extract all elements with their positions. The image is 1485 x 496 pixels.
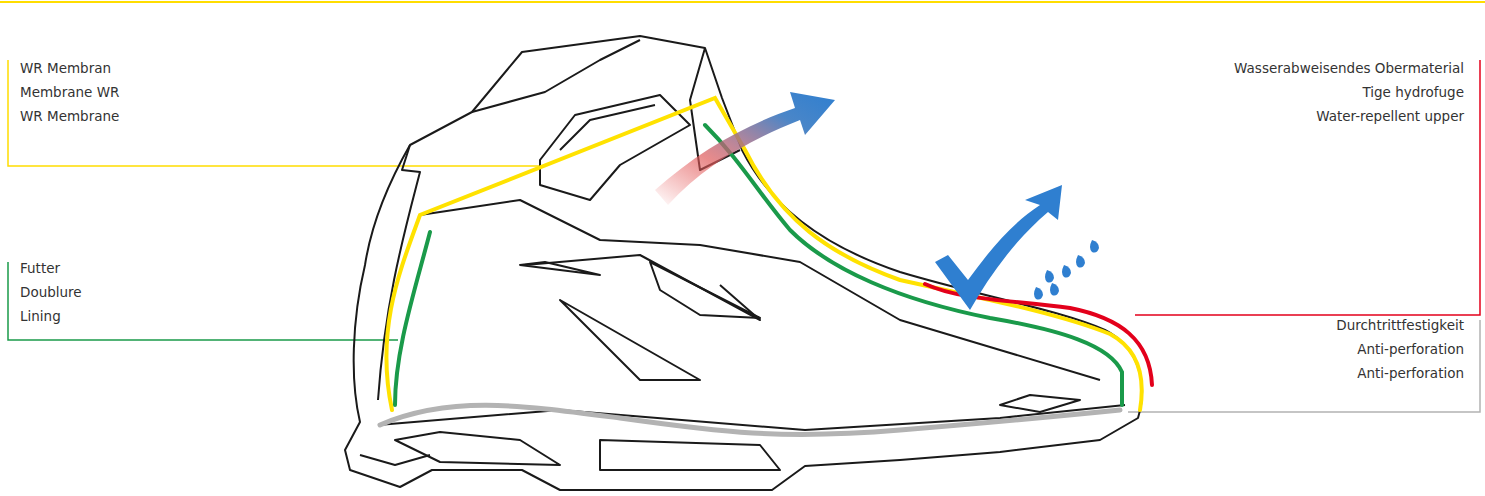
lining-leader (8, 262, 398, 340)
perforation-label: Durchtrittfestigkeit (1336, 316, 1464, 334)
upper-label: Wasserabweisendes Obermaterial (1234, 59, 1464, 77)
perforation-leader (1128, 320, 1480, 412)
upper-label: Water-repellent upper (1316, 107, 1464, 125)
lining-layer (395, 125, 1122, 405)
breathability-arrow (655, 92, 835, 205)
perforation-label: Anti-perforation (1357, 340, 1464, 358)
lining-label: Lining (20, 307, 61, 325)
lining-label: Futter (20, 259, 60, 277)
upper-label: Tige hydrofuge (1362, 83, 1464, 101)
shoe-outline (345, 36, 1142, 490)
perforation-layer (380, 405, 1120, 434)
rain-drops (1034, 240, 1099, 300)
lining-label: Doublure (20, 283, 82, 301)
top-rule (0, 1, 1485, 3)
repel-check-arrow (935, 185, 1062, 310)
upper-layer (925, 284, 1152, 385)
membrane-label: Membrane WR (20, 83, 119, 101)
membrane-leader (8, 60, 545, 166)
membrane-label: WR Membran (20, 59, 111, 77)
upper-leader (1135, 60, 1480, 315)
membrane-layer (386, 98, 1141, 410)
perforation-label: Anti-perforation (1357, 364, 1464, 382)
membrane-label: WR Membrane (20, 107, 119, 125)
